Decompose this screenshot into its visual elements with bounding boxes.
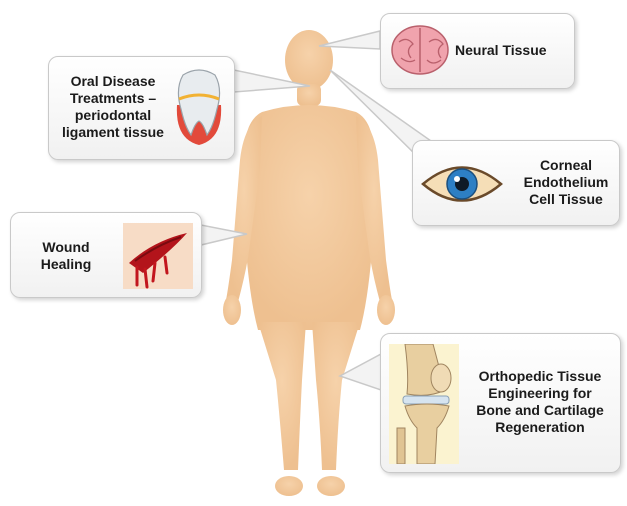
callout-corneal-endothelium: Corneal Endothelium Cell Tissue bbox=[412, 140, 620, 226]
wound-icon bbox=[123, 223, 193, 289]
pointer-neural bbox=[319, 31, 380, 49]
brain-icon bbox=[389, 22, 451, 80]
neural-tissue-label: Neural Tissue bbox=[455, 42, 567, 59]
eye-icon bbox=[419, 159, 505, 209]
orthopedic-tissue-label: Orthopedic Tissue Engineering for Bone a… bbox=[465, 368, 615, 436]
wound-healing-label: Wound Healing bbox=[21, 239, 111, 273]
tooth-icon bbox=[169, 65, 229, 149]
callout-orthopedic-tissue: Orthopedic Tissue Engineering for Bone a… bbox=[380, 333, 621, 473]
callout-wound-healing: Wound Healing bbox=[10, 212, 202, 298]
oral-disease-label: Oral Disease Treatments – periodontal li… bbox=[55, 73, 171, 141]
knee-joint-icon bbox=[389, 344, 459, 464]
callout-neural-tissue: Neural Tissue bbox=[380, 13, 575, 89]
callout-oral-disease: Oral Disease Treatments – periodontal li… bbox=[48, 56, 235, 160]
corneal-endothelium-label: Corneal Endothelium Cell Tissue bbox=[517, 157, 615, 208]
